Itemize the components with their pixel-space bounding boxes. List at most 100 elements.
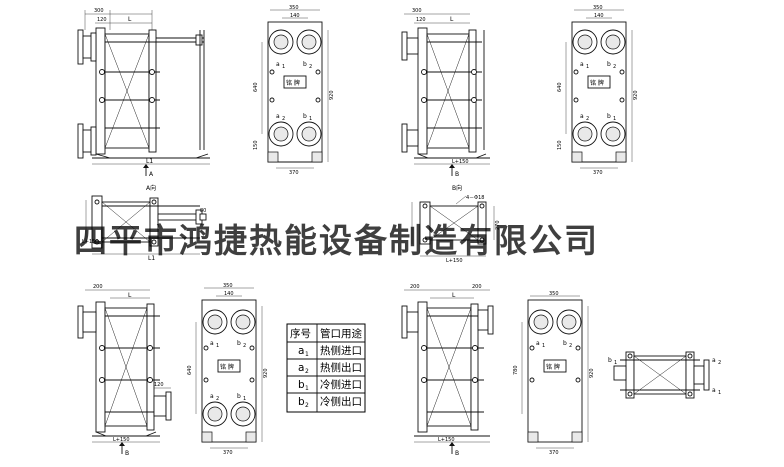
svg-text:2: 2 <box>216 396 219 402</box>
dim-300: 300 <box>94 8 104 14</box>
svg-text:350: 350 <box>549 291 559 297</box>
legend-header-use: 管口用途 <box>320 327 362 340</box>
svg-text:L: L <box>452 292 456 299</box>
svg-text:150: 150 <box>557 140 563 150</box>
legend-code: b <box>298 396 305 408</box>
svg-text:B: B <box>125 450 129 457</box>
svg-text:a: a <box>580 113 584 120</box>
svg-text:640: 640 <box>187 365 193 375</box>
svg-text:920: 920 <box>589 368 595 378</box>
svg-text:1: 1 <box>282 64 285 70</box>
dim-780: 780 <box>513 365 519 375</box>
side-view-b: 300 120 L L+150 B <box>401 8 490 178</box>
svg-text:2: 2 <box>282 116 285 122</box>
port-a1-top: a <box>276 61 280 68</box>
legend-code: b <box>298 379 305 391</box>
dim-120: 120 <box>97 17 107 23</box>
dim-920: 920 <box>329 90 335 100</box>
front-view-3: 350 140 a 1 b 2 铭 牌 a 2 b 1 640 920 370 <box>187 283 269 456</box>
arrow-label-b: B <box>455 171 459 178</box>
svg-text:120: 120 <box>416 17 426 23</box>
svg-text:2: 2 <box>586 116 589 122</box>
svg-text:b: b <box>237 393 241 400</box>
svg-text:1: 1 <box>586 64 589 70</box>
dim-200-c: 200 <box>93 284 103 290</box>
svg-text:200: 200 <box>410 284 420 290</box>
side-view-c: 200 L 120 L+150 B <box>77 284 172 457</box>
dim-270: 270 <box>495 220 501 230</box>
svg-text:140: 140 <box>594 13 604 19</box>
legend-code: a <box>298 345 304 357</box>
front-view-1: 350 140 a 1 b 2 铭 牌 a 2 b 1 640 920 150 <box>253 5 335 176</box>
svg-text:80: 80 <box>200 208 206 214</box>
svg-text:a: a <box>276 113 280 120</box>
svg-text:1: 1 <box>243 396 246 402</box>
side-view-a: 300 120 L L1 <box>77 8 210 178</box>
dim-140: 140 <box>290 13 300 19</box>
svg-text:b: b <box>563 340 567 347</box>
svg-text:2: 2 <box>718 360 721 366</box>
svg-text:a: a <box>536 340 540 347</box>
svg-text:350: 350 <box>593 5 603 11</box>
svg-text:a: a <box>210 340 214 347</box>
svg-text:a: a <box>712 357 716 364</box>
dim-640: 640 <box>253 82 259 92</box>
legend-use: 热侧进口 <box>320 344 362 357</box>
svg-text:2: 2 <box>305 368 309 375</box>
svg-text:1: 1 <box>309 116 312 122</box>
svg-text:1: 1 <box>718 390 721 396</box>
svg-text:2: 2 <box>613 64 616 70</box>
svg-text:L+150: L+150 <box>446 258 463 264</box>
svg-text:b: b <box>608 357 612 364</box>
svg-text:B: B <box>455 450 459 457</box>
side-view-d: 200 200 L L+150 B <box>401 284 494 457</box>
svg-text:b: b <box>237 340 241 347</box>
svg-text:920: 920 <box>263 368 269 378</box>
watermark: 四平市鸿捷热能设备制造有限公司 <box>74 221 599 260</box>
svg-text:200: 200 <box>472 284 482 290</box>
svg-text:2: 2 <box>569 343 572 349</box>
dim-4x18: 4－Φ18 <box>466 195 484 201</box>
svg-text:370: 370 <box>593 170 603 176</box>
section-label-b: B向 <box>452 184 462 192</box>
svg-text:L+150: L+150 <box>438 437 455 443</box>
svg-text:L+150: L+150 <box>113 437 130 443</box>
svg-text:b: b <box>607 113 611 120</box>
legend-code: a <box>298 362 304 374</box>
dim-150: 150 <box>253 140 259 150</box>
svg-text:b: b <box>607 61 611 68</box>
svg-text:铭 牌: 铭 牌 <box>546 363 560 371</box>
svg-text:350: 350 <box>223 283 233 289</box>
dim-370: 370 <box>289 170 299 176</box>
front-view-2: 350 140 a 1 b 2 铭 牌 a 2 b 1 640 920 150 … <box>557 5 639 176</box>
legend-use: 热侧出口 <box>320 361 362 374</box>
svg-text:2: 2 <box>305 402 309 409</box>
dim-L150-a: L+150 <box>82 239 99 245</box>
svg-text:2: 2 <box>243 343 246 349</box>
dim-L150-b: L+150 <box>452 159 469 165</box>
svg-text:1: 1 <box>305 385 309 392</box>
svg-text:1: 1 <box>542 343 545 349</box>
svg-text:640: 640 <box>557 82 563 92</box>
section-label-a: A向 <box>146 184 156 192</box>
svg-text:a: a <box>580 61 584 68</box>
dim-L: L <box>128 16 132 23</box>
svg-text:铭 牌: 铭 牌 <box>590 79 604 87</box>
legend-use: 冷侧进口 <box>320 378 362 391</box>
port-b2-top: b <box>303 61 307 68</box>
nameplate: 铭 牌 <box>286 79 300 87</box>
svg-text:1: 1 <box>613 116 616 122</box>
svg-text:L: L <box>128 292 132 299</box>
svg-text:1: 1 <box>614 360 617 366</box>
svg-text:1: 1 <box>305 351 309 358</box>
svg-text:铭 牌: 铭 牌 <box>220 363 234 371</box>
svg-text:120: 120 <box>154 382 164 388</box>
top-view-a: A向 L+150 L1 80 <box>82 184 207 262</box>
svg-text:1: 1 <box>216 343 219 349</box>
legend-use: 冷侧出口 <box>320 395 362 408</box>
port-legend-table: 序号 管口用途 a 1 热侧进口 a 2 热侧出口 b 1 冷侧进口 b 2 冷… <box>286 323 366 413</box>
svg-text:140: 140 <box>224 291 234 297</box>
svg-text:370: 370 <box>549 450 559 456</box>
svg-text:a: a <box>712 387 716 394</box>
